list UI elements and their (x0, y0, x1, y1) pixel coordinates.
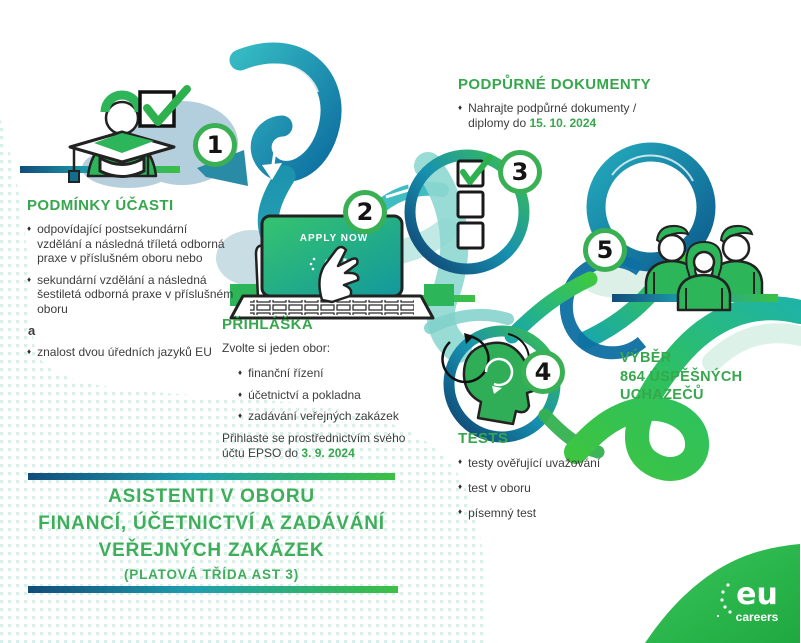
apply-note: Přihlaste se prostřednictvím svého účtu … (222, 431, 427, 461)
step-5-badge: 5 (583, 228, 627, 272)
list-item: ♦ zadávání veřejných zakázek (238, 409, 427, 424)
apply-now-label: APPLY NOW (300, 233, 368, 244)
section-podpurne: PODPŮRNÉ DOKUMENTY ♦ Nahrajte podpůrné do… (458, 76, 663, 137)
thinking-head-illustration (441, 333, 538, 426)
step-4-badge: 4 (521, 350, 565, 394)
list-item: ♦ písemný test (458, 505, 658, 521)
graduate-illustration (20, 85, 191, 183)
pointing-hand-icon (318, 245, 360, 304)
diamond-bullet-icon: ♦ (458, 457, 463, 466)
list-item: ♦ testy ověřující uvažování (458, 455, 658, 471)
title-line: FINANCÍ, ÚČETNICTVÍ A ZADÁVÁNÍ (38, 513, 385, 534)
diamond-bullet-icon: ♦ (458, 103, 463, 112)
step-2-badge: 2 (343, 190, 387, 234)
list-item: ♦ Nahrajte podpůrné dokumenty / diplomy d… (458, 101, 663, 130)
step-1-number: 1 (206, 131, 224, 159)
section-intro: Zvolte si jeden obor: (222, 341, 331, 355)
selection-line: UCHAZEČŮ (620, 387, 704, 403)
selection-line: 864 ÚSPĚŠNÝCH (620, 368, 743, 385)
selection-line: VÝBĚR (620, 350, 672, 366)
cycle-arrow-icon (484, 357, 514, 394)
title-line: ASISTENTI V OBORU (108, 486, 315, 507)
deadline-date: 15. 10. 2024 (529, 115, 597, 130)
checklist-illustration (456, 154, 493, 250)
poster-title: ASISTENTI V OBORU FINANCÍ, ÚČETNICTVÍ A … (28, 483, 395, 582)
section-heading: PODMÍNKY ÚČASTI (27, 197, 174, 214)
step-3-badge: 3 (498, 150, 542, 194)
section-heading: PODPŮRNÉ DOKUMENTY (458, 76, 652, 93)
arrow-down-icon (262, 150, 282, 180)
step-1-badge: 1 (193, 123, 237, 167)
brand-corner: eu careers (645, 544, 800, 643)
title-divider-bottom (28, 586, 398, 593)
diamond-bullet-icon: ♦ (27, 224, 32, 233)
diamond-bullet-icon: ♦ (238, 389, 243, 399)
step-3-number: 3 (511, 158, 529, 186)
diamond-bullet-icon: ♦ (458, 482, 463, 491)
diamond-bullet-icon: ♦ (27, 274, 32, 284)
list-item: ♦ test v oboru (458, 480, 658, 496)
bullet-text: sekundární vzdělání a následná šestiletá… (37, 272, 234, 316)
step-4-number: 4 (534, 358, 552, 386)
laptop-illustration: APPLY NOW eu careers (229, 214, 475, 320)
bullet-text: zadávání veřejných zakázek (248, 409, 399, 423)
diamond-bullet-icon: ♦ (458, 507, 463, 516)
section-heading: PŘIHLÁŠKA (222, 316, 314, 333)
title-subtitle: (PLATOVÁ TŘÍDA AST 3) (123, 567, 300, 582)
section-tests: TESTS ♦ testy ověřující uvažování ♦ test v… (458, 430, 658, 528)
upload-note-text: Nahrajte podpůrné dokumenty / diplomy do (468, 101, 637, 130)
bullet-text: testy ověřující uvažování (468, 456, 601, 470)
list-item: ♦ odpovídající postsekundární vzdělání a … (27, 222, 235, 266)
arrow-up-icon (535, 313, 562, 341)
section-vyber: VÝBĚR 864 ÚSPĚŠNÝCH UCHAZEČŮ (620, 349, 795, 405)
dot-pattern-blob (0, 118, 486, 643)
candidates-illustration (612, 224, 778, 312)
section-prihlaska: PŘIHLÁŠKA Zvolte si jeden obor: ♦ finančn… (222, 316, 427, 471)
graduation-cap-icon (68, 130, 176, 183)
title-divider-top (28, 473, 395, 480)
bullet-text: odpovídající postsekundární vzdělání a n… (37, 222, 225, 265)
checked-box-icon (138, 85, 191, 128)
list-item: ♦ finanční řízení (238, 366, 427, 381)
list-item: ♦ sekundární vzdělání a následná šestilet… (27, 273, 235, 317)
bullet-text: účetnictví a pokladna (248, 387, 361, 402)
section-heading: TESTS (458, 430, 509, 447)
euro-stars-icon (716, 583, 732, 618)
list-item: ♦ účetnictví a pokladna (238, 388, 427, 403)
title-line: VEŘEJNÝCH ZAKÁZEK (98, 540, 325, 561)
cycle-arrow-icon (441, 333, 490, 384)
section-podminky: PODMÍNKY ÚČASTI ♦ odpovídající postsekund… (27, 197, 235, 367)
list-item: ♦ znalost dvou úředních jazyků EU (27, 345, 235, 360)
step-5-number: 5 (596, 236, 614, 264)
eu-logo: eu (736, 577, 778, 612)
step-2-number: 2 (356, 198, 374, 226)
careers-label: careers (736, 610, 779, 624)
diamond-bullet-icon: ♦ (27, 347, 32, 356)
bullet-text: znalost dvou úředních jazyků EU (37, 345, 212, 359)
apply-note-text: Přihlaste se prostřednictvím svého účtu … (222, 430, 406, 460)
bullet-text: písemný test (468, 506, 537, 520)
bullet-text: Nahrajte podpůrné dokumenty / diplomy do… (468, 101, 663, 130)
bullet-text: test v oboru (468, 481, 531, 495)
bullet-text: finanční řízení (248, 366, 324, 380)
conjunction-label: a (28, 323, 36, 338)
diamond-bullet-icon: ♦ (238, 368, 243, 377)
diamond-bullet-icon: ♦ (238, 411, 243, 420)
deadline-date: 3. 9. 2024 (301, 445, 355, 460)
